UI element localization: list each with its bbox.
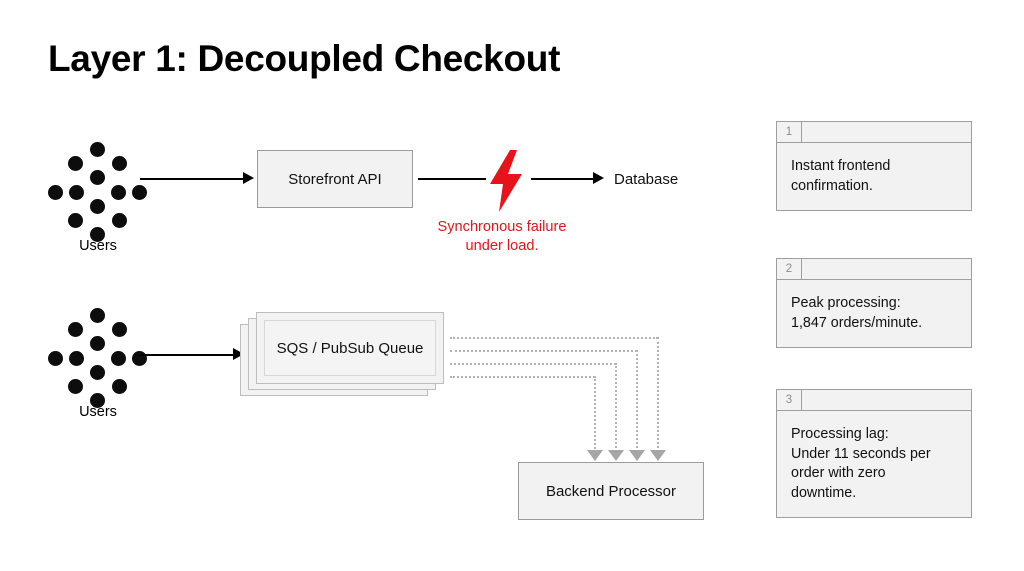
dotted-connector-arrowhead-1 [650,450,666,461]
callout-card-1-text: Instant frontend confirmation. [791,158,891,194]
failure-caption-line2: under load. [465,238,539,254]
line-storefront-to-failure [418,178,486,181]
arrow-users-to-storefront-head [243,172,254,184]
user-dot [111,185,126,200]
dotted-connector-h-2 [450,350,637,352]
callout-card-1-header: 1 [777,122,971,143]
user-dot [112,379,127,394]
callout-card-3[interactable]: 3 Processing lag: Under 11 seconds per o… [776,389,972,518]
dotted-connector-v-2 [636,350,638,452]
user-dot [68,322,83,337]
user-dot [112,322,127,337]
user-dot [90,170,105,185]
callout-card-3-number: 3 [777,390,802,410]
user-dot [90,365,105,380]
node-queue-label-area: SQS / PubSub Queue [264,320,436,376]
page-title: Layer 1: Decoupled Checkout [48,38,561,79]
users-label: Users [79,238,117,254]
node-queue-stack[interactable]: SQS / PubSub Queue [240,312,444,396]
user-dot [90,142,105,157]
dotted-connector-v-1 [657,337,659,452]
node-storefront-api[interactable]: Storefront API [257,150,413,208]
callout-card-1-number: 1 [777,122,802,142]
node-backend-processor-label: Backend Processor [545,482,677,500]
callout-card-1[interactable]: 1 Instant frontend confirmation. [776,121,972,211]
user-dot [132,185,147,200]
users-cluster-sync: Users [48,142,148,258]
users-label: Users [79,404,117,420]
callout-card-2-text: Peak processing: 1,847 orders/minute. [791,295,923,331]
user-dot [68,213,83,228]
dotted-connector-h-3 [450,363,616,365]
arrow-failure-to-database-head [593,172,604,184]
dotted-connector-arrowhead-2 [629,450,645,461]
arrow-failure-to-database [531,178,594,181]
users-dots [48,142,148,242]
user-dot [68,379,83,394]
user-dot [48,351,63,366]
user-dot [112,213,127,228]
arrow-users-to-queue [140,354,234,357]
user-dot [112,156,127,171]
callout-card-3-header-fill [802,390,971,410]
callout-card-3-header: 3 [777,390,971,411]
node-queue-label: SQS / PubSub Queue [276,339,424,357]
node-storefront-api-label: Storefront API [288,170,382,188]
lightning-bolt-icon [486,150,526,217]
users-cluster-decoupled: Users [48,308,148,424]
callout-card-3-text: Processing lag: Under 11 seconds per ord… [791,426,931,501]
user-dot [90,336,105,351]
user-dot [111,351,126,366]
user-dot [90,199,105,214]
node-backend-processor[interactable]: Backend Processor [518,462,704,520]
dotted-connector-arrowhead-3 [608,450,624,461]
dotted-connector-h-4 [450,376,595,378]
callout-card-2-number: 2 [777,259,802,279]
callout-card-2-header: 2 [777,259,971,280]
queue-sheet-front: SQS / PubSub Queue [256,312,444,384]
user-dot [68,156,83,171]
user-dot [90,393,105,408]
dotted-connector-h-1 [450,337,658,339]
dotted-connector-v-3 [615,363,617,452]
node-database-label: Database [614,171,679,188]
user-dot [48,185,63,200]
user-dot [69,351,84,366]
user-dot [69,185,84,200]
failure-caption: Synchronous failure under load. [404,218,600,256]
failure-caption-line1: Synchronous failure [437,219,567,235]
user-dot [90,227,105,242]
callout-card-1-header-fill [802,122,971,142]
users-dots [48,308,148,408]
arrow-users-to-queue-head [233,348,244,360]
user-dot [90,308,105,323]
dotted-connector-arrowhead-4 [587,450,603,461]
callout-card-2[interactable]: 2 Peak processing: 1,847 orders/minute. [776,258,972,348]
arrow-users-to-storefront [140,178,244,181]
callout-card-2-header-fill [802,259,971,279]
dotted-connector-v-4 [594,376,596,452]
